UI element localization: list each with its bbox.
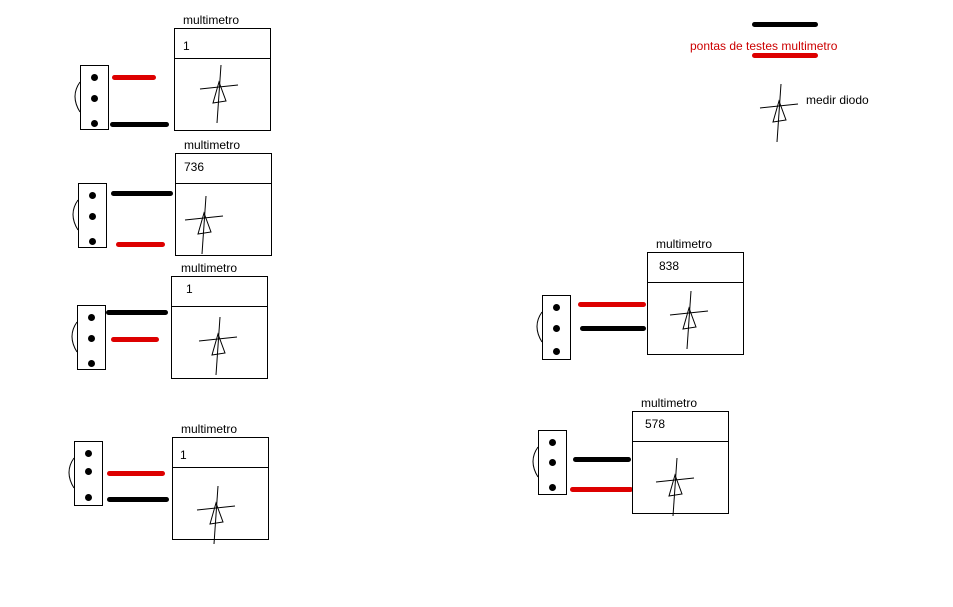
pin-1	[88, 314, 95, 321]
pin-3	[88, 360, 95, 367]
pin-3	[85, 494, 92, 501]
red-probe-wire	[111, 337, 159, 342]
black-probe-wire	[106, 310, 168, 315]
component-bracket	[536, 311, 543, 343]
component-pins	[542, 295, 571, 360]
diode-symbol-icon	[184, 195, 224, 255]
legend-diode-label: medir diodo	[806, 93, 869, 107]
multimeter: 1	[172, 437, 269, 545]
meter-reading: 838	[659, 259, 680, 273]
component-pins	[78, 183, 107, 248]
black-probe-wire	[110, 122, 169, 127]
meter-reading: 578	[645, 417, 666, 431]
red-probe-wire	[578, 302, 646, 307]
black-probe-wire	[580, 326, 646, 331]
meter-reading: 736	[184, 160, 205, 174]
meter-reading: 1	[180, 448, 187, 462]
legend-black-probe	[752, 22, 818, 27]
meter-title: multimetro	[641, 396, 698, 410]
diode-symbol-icon	[196, 485, 236, 545]
diode-symbol-icon	[199, 64, 239, 124]
black-probe-wire	[573, 457, 631, 462]
component-bracket	[68, 457, 75, 489]
component-pins	[80, 65, 109, 130]
meter-display-divider	[633, 441, 728, 442]
component-bracket	[71, 321, 78, 353]
legend-probes-label: pontas de testes multimetro	[690, 39, 838, 53]
multimeter: 578	[632, 411, 729, 517]
meter-title: multimetro	[183, 13, 240, 27]
meter-display-divider	[173, 467, 268, 468]
component-pins	[77, 305, 106, 370]
multimeter: 838	[647, 252, 744, 355]
pin-2	[88, 335, 95, 342]
black-probe-wire	[107, 497, 169, 502]
multimeter: 1	[171, 276, 268, 379]
black-probe-wire	[111, 191, 173, 196]
pin-2	[553, 325, 560, 332]
meter-title: multimetro	[184, 138, 241, 152]
diode-symbol-icon	[669, 290, 709, 350]
red-probe-wire	[107, 471, 165, 476]
multimeter: 736	[175, 153, 272, 256]
meter-reading: 1	[183, 39, 190, 53]
diode-symbol-icon	[655, 457, 695, 517]
diode-symbol-icon	[198, 316, 238, 376]
component-bracket	[74, 81, 81, 113]
component-bracket	[72, 199, 79, 231]
multimeter: 1	[174, 28, 271, 131]
component-pins	[538, 430, 567, 495]
pin-1	[91, 74, 98, 81]
pin-3	[549, 484, 556, 491]
meter-title: multimetro	[656, 237, 713, 251]
meter-display-divider	[175, 58, 270, 59]
pin-3	[553, 348, 560, 355]
pin-2	[549, 459, 556, 466]
pin-3	[91, 120, 98, 127]
meter-reading: 1	[186, 282, 193, 296]
meter-display-divider	[172, 306, 267, 307]
component-bracket	[532, 446, 539, 478]
pin-3	[89, 238, 96, 245]
pin-2	[89, 213, 96, 220]
pin-1	[553, 304, 560, 311]
legend-red-probe	[752, 53, 818, 58]
meter-title: multimetro	[181, 422, 238, 436]
red-probe-wire	[112, 75, 156, 80]
pin-1	[85, 450, 92, 457]
pin-1	[549, 439, 556, 446]
red-probe-wire	[116, 242, 165, 247]
meter-display-divider	[648, 282, 743, 283]
meter-display-divider	[176, 183, 271, 184]
pin-2	[85, 468, 92, 475]
pin-1	[89, 192, 96, 199]
meter-title: multimetro	[181, 261, 238, 275]
red-probe-wire	[570, 487, 633, 492]
component-pins	[74, 441, 103, 506]
pin-2	[91, 95, 98, 102]
legend-diode-icon	[759, 83, 799, 143]
